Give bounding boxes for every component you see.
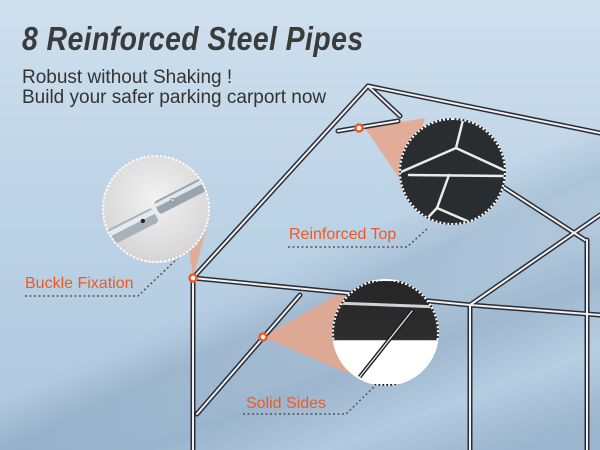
headline: 8 Reinforced Steel Pipes [22, 20, 364, 57]
solid-sides-wedge [263, 290, 352, 375]
roof-joint-image [401, 120, 504, 223]
solid-sides-label: Solid Sides [246, 395, 327, 412]
subtitle-line-2: Build your safer parking carport now [22, 87, 327, 108]
subtitle-line-1: Robust without Shaking ! [22, 67, 233, 88]
reinforced-top-closeup [399, 118, 506, 225]
buckle-fixation-leader [25, 257, 179, 297]
reinforced-top-leader [288, 227, 429, 248]
reinforced-top-marker [354, 123, 364, 133]
solid-sides-closeup [332, 279, 439, 386]
reinforced-top-label: Reinforced Top [289, 226, 397, 243]
solid-sides-marker [258, 332, 268, 342]
buckle-fixation-marker [188, 273, 198, 283]
buckle-fixation-label: Buckle Fixation [25, 275, 134, 292]
side-brace-image [334, 301, 437, 384]
reinforced-top-wedge [365, 118, 425, 185]
buckle-fixation-closeup [102, 155, 210, 263]
connector-pipe-image [104, 171, 208, 248]
